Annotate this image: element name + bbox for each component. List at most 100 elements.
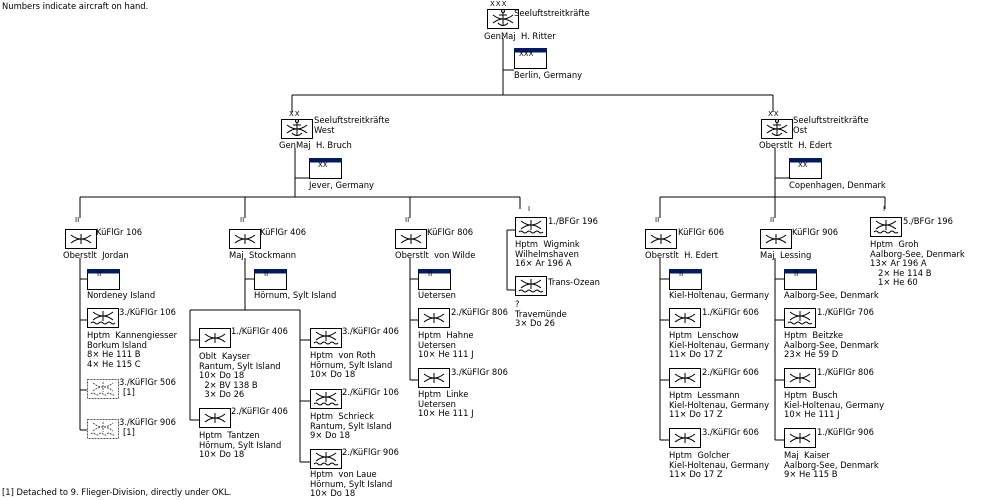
- group-806-hq-symbol: [418, 269, 451, 295]
- squadron-406-2-symbol: [199, 408, 231, 433]
- squadron-406-3-details: Hptm von Roth Hörnum, Sylt Island 10× Do…: [310, 350, 393, 380]
- squadron-406-2-name: 2./KüFlGr 406: [231, 406, 288, 416]
- group-606-hq-symbol: [669, 269, 702, 295]
- squadron-506-3-symbol: [87, 379, 119, 404]
- squadron-506-3-details: [1]: [123, 387, 135, 397]
- bfgr196-5-symbol: [870, 217, 902, 242]
- squadron-906-2-symbol: [310, 449, 342, 474]
- squadron-806-1-symbol: [784, 368, 816, 393]
- ost-hq-echelon: XX: [798, 161, 808, 169]
- group-106-commander: Oberstlt Jordan: [63, 250, 129, 260]
- group-606-hq: Kiel-Holtenau, Germany: [669, 290, 770, 300]
- squadron-406-2-details: Hptm Tantzen Hörnum, Sylt Island 10× Do …: [199, 430, 282, 460]
- squadron-706-1-name: 1./KüFlGr 706: [817, 307, 874, 317]
- squadron-106-2-details: Hptm Schrieck Rantum, Sylt Island 9× Do …: [310, 411, 392, 441]
- bfgr196-1-details: Hptm Wigmink Wilhelmshaven 16× Ar 196 A: [515, 239, 580, 269]
- ost-commander: Oberstlt H. Edert: [759, 140, 833, 150]
- group-806-symbol: [395, 229, 427, 254]
- group-606-hq-echelon: II: [679, 270, 684, 278]
- squadron-406-3-symbol: [310, 328, 342, 353]
- west-hq: Jever, Germany: [309, 180, 374, 190]
- group-606-echelon: II: [655, 216, 660, 224]
- west-unit-symbol: [281, 119, 313, 144]
- trans-ozean-name: Trans-Ozean: [548, 277, 600, 287]
- bfgr196-5-echelon: I: [883, 205, 886, 213]
- squadron-106-3-symbol: [87, 308, 119, 333]
- group-906-hq-symbol: [784, 269, 817, 295]
- west-commander: GenMaj H. Bruch: [279, 140, 352, 150]
- top-unit-symbol: [487, 9, 519, 34]
- squadron-806-1-name: 1./KüFlGr 806: [817, 367, 874, 377]
- group-106-hq-echelon: II: [97, 270, 102, 278]
- group-606-symbol: [645, 229, 677, 254]
- squadron-606-3-name: 3./KüFlGr 606: [702, 427, 759, 437]
- squadron-406-3-name: 3./KüFlGr 406: [342, 326, 399, 336]
- group-906-symbol: [760, 229, 792, 254]
- squadron-806-3-details: Hptm Linke Uetersen 10× He 111 J: [418, 389, 474, 419]
- squadron-506-3-name: 3./KüFlGr 506: [119, 377, 176, 387]
- group-906-commander: Maj Lessing: [760, 250, 812, 260]
- group-406-echelon: II: [240, 216, 245, 224]
- squadron-606-1-name: 1./KüFlGr 606: [702, 307, 759, 317]
- squadron-406-1-name: 1./KüFlGr 406: [231, 326, 288, 336]
- ost-unit-symbol: [761, 119, 793, 144]
- group-806-echelon: II: [405, 216, 410, 224]
- group-806-commander: Oberstlt von Wilde: [395, 250, 476, 260]
- group-406-symbol: [229, 229, 261, 254]
- bfgr196-5-details: Hptm Groh Aalborg-See, Denmark 13× Ar 19…: [870, 239, 965, 288]
- squadron-706-1-details: Hptm Beitzke Aalborg-See, Denmark 23× He…: [784, 330, 879, 360]
- top-commander: GenMaj H. Ritter: [484, 31, 556, 41]
- group-906-hq: Aalborg-See, Denmark: [784, 290, 879, 300]
- squadron-806-2-name: 2./KüFlGr 806: [451, 307, 508, 317]
- squadron-106-3-name: 3./KüFlGr 106: [119, 307, 176, 317]
- west-name: Seeluftstreitkräfte West: [314, 115, 390, 135]
- ost-hq-symbol: [789, 158, 822, 184]
- squadron-906-1-details: Maj Kaiser Aalborg-See, Denmark 9× He 11…: [784, 450, 879, 480]
- squadron-106-3-details: Hptm Kannengiesser Borkum Island 8× He 1…: [87, 330, 178, 369]
- group-906-name: KüFlGr 906: [792, 227, 839, 237]
- group-806-hq-echelon: II: [428, 270, 433, 278]
- squadron-606-2-name: 2./KüFlGr 606: [702, 367, 759, 377]
- squadron-606-2-details: Hptm Lessmann Kiel-Holtenau, Germany 11×…: [669, 390, 770, 420]
- top-hq-symbol: [514, 48, 547, 74]
- squadron-406-1-details: Oblt Kayser Rantum, Sylt Island 10× Do 1…: [199, 351, 281, 400]
- squadron-606-1-details: Hptm Lenschow Kiel-Holtenau, Germany 11×…: [669, 330, 770, 360]
- squadron-706-1-symbol: [784, 308, 816, 333]
- top-name: Seeluftstreitkräfte: [514, 8, 590, 18]
- ost-name: Seeluftstreitkräfte Ost: [793, 115, 869, 135]
- top-echelon: XXX: [490, 0, 508, 8]
- group-406-name: KüFlGr 406: [260, 227, 307, 237]
- squadron-806-1-details: Hptm Busch Kiel-Holtenau, Germany 10× He…: [784, 390, 885, 420]
- bfgr196-1-name: 1./BFGr 196: [548, 216, 598, 226]
- squadron-106-2-name: 2./KüFlGr 106: [342, 387, 399, 397]
- group-106-hq: Nordeney Island: [87, 290, 156, 300]
- group-406-hq-symbol: [254, 269, 287, 295]
- group-106-name: KüFlGr 106: [96, 227, 143, 237]
- squadron-606-2-symbol: [669, 368, 701, 393]
- group-606-name: KüFlGr 606: [678, 227, 725, 237]
- bfgr196-5-name: 5./BFGr 196: [903, 216, 953, 226]
- squadron-406-1-symbol: [199, 328, 231, 353]
- squadron-906-1-name: 1./KüFlGr 906: [817, 427, 874, 437]
- header-note: Numbers indicate aircraft on hand.: [2, 1, 149, 11]
- squadron-806-3-name: 3./KüFlGr 806: [451, 367, 508, 377]
- group-806-hq: Uetersen: [418, 290, 456, 300]
- group-106-hq-symbol: [87, 269, 120, 295]
- squadron-906-3-name: 3./KüFlGr 906: [119, 417, 176, 427]
- footnote: [1] Detached to 9. Flieger-Division, dir…: [2, 487, 232, 497]
- west-hq-echelon: XX: [318, 161, 328, 169]
- group-806-name: KüFlGr 806: [427, 227, 474, 237]
- top-hq-echelon: XXX: [519, 50, 534, 58]
- group-406-hq: Hörnum, Sylt Island: [254, 290, 337, 300]
- west-echelon: XX: [289, 110, 301, 118]
- group-906-echelon: II: [770, 216, 775, 224]
- group-606-commander: Oberstlt H. Edert: [645, 250, 719, 260]
- group-906-hq-echelon: II: [794, 270, 799, 278]
- squadron-906-3-symbol: [87, 419, 119, 444]
- squadron-906-2-details: Hptm von Laue Hörnum, Sylt Island 10× Do…: [310, 469, 393, 499]
- ost-echelon: XX: [768, 110, 780, 118]
- group-406-commander: Maj Stockmann: [229, 250, 297, 260]
- squadron-606-3-details: Hptm Golcher Kiel-Holtenau, Germany 11× …: [669, 450, 770, 480]
